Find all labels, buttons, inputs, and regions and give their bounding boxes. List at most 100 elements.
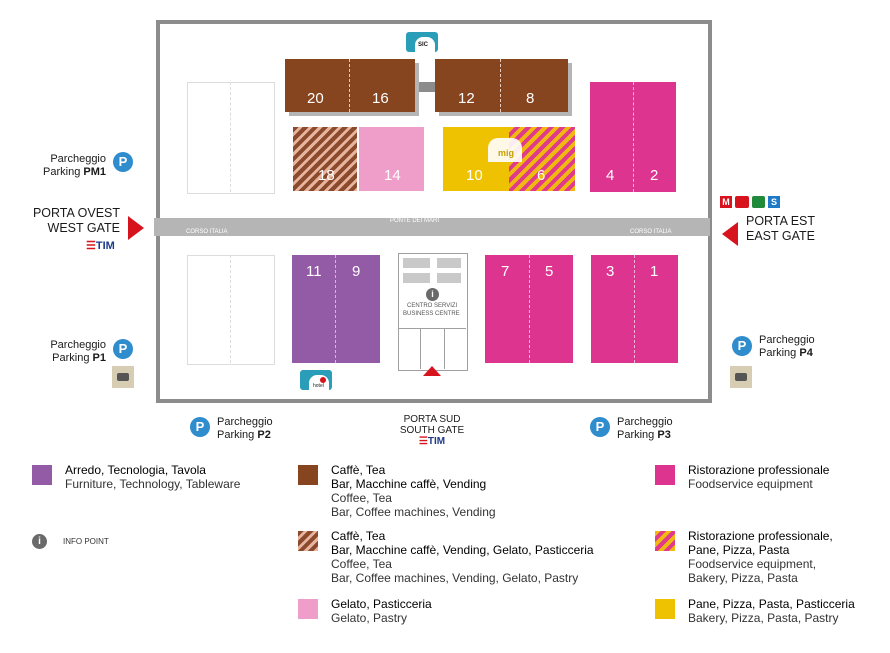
- parking-p1-it: Parcheggio: [50, 339, 106, 351]
- parking-p3-label: Parcheggio Parking P3: [617, 416, 673, 442]
- legend-pink-it: Ristorazione professionale: [688, 463, 830, 477]
- ponte-dei-mari-label: PONTE DEI MARI: [390, 218, 440, 224]
- legend-hbrown-en1: Coffee, Tea: [331, 557, 392, 571]
- legend-yellow-it: Pane, Pizza, Pasta, Pasticceria: [688, 597, 855, 611]
- parking-p1-icon[interactable]: P: [113, 339, 133, 359]
- corso-italia-label-right: CORSO ITALIA: [630, 229, 672, 235]
- parking-pm1-icon[interactable]: P: [113, 152, 133, 172]
- hotel-logo-dot: [320, 377, 326, 383]
- empty-hall-south-west: [187, 255, 275, 365]
- metro-icon: M: [720, 196, 732, 208]
- legend-swatch-lightpink: [298, 599, 318, 619]
- hall-20-16[interactable]: [285, 59, 415, 112]
- business-centre-label-it: CENTRO SERVIZI: [407, 303, 458, 309]
- hall-number-3: 3: [606, 263, 615, 280]
- parking-p2-it: Parcheggio: [217, 416, 273, 428]
- hall-connector: [414, 82, 436, 92]
- hall-divider: [633, 82, 634, 192]
- legend-hyp-it1: Ristorazione professionale,: [688, 529, 833, 543]
- south-gate-arrow: [423, 366, 441, 376]
- tim-logo-icon: ☰: [86, 240, 96, 252]
- hall-divider: [529, 255, 530, 363]
- legend-hbrown-it2: Bar, Macchine caffè, Vending, Gelato, Pa…: [331, 543, 594, 557]
- mig-logo-text: mig: [498, 148, 515, 158]
- train-icon: [735, 196, 749, 208]
- business-centre-block: [437, 273, 461, 283]
- hotel-logo-text: hotel: [313, 383, 324, 389]
- empty-hall-north-west: [187, 82, 275, 194]
- south-gate-label: PORTA SUD SOUTH GATE ☰TIM: [392, 414, 472, 447]
- legend-lpink-it: Gelato, Pasticceria: [331, 597, 432, 611]
- hall-divider: [634, 255, 635, 363]
- parking-p3-icon[interactable]: P: [590, 417, 610, 437]
- taxi-icon[interactable]: [730, 366, 752, 388]
- regional-train-icon: [752, 196, 765, 208]
- legend-swatch-brown: [298, 465, 318, 485]
- business-centre[interactable]: [398, 253, 468, 371]
- hall-number-6: 6: [537, 167, 546, 184]
- hall-number-2: 2: [650, 167, 659, 184]
- hall-number-11: 11: [306, 263, 322, 280]
- parking-p2-en: Parking P2: [217, 429, 271, 441]
- business-centre-block: [437, 258, 461, 268]
- fairground-frame: [156, 20, 712, 403]
- legend-brown-it2: Bar, Macchine caffè, Vending: [331, 477, 487, 491]
- hall-14[interactable]: [359, 127, 424, 191]
- business-centre-label-en: BUSINESS CENTRE: [403, 311, 460, 317]
- hall-11-9[interactable]: [292, 255, 380, 363]
- hall-number-7: 7: [501, 263, 510, 280]
- legend-swatch-pink: [655, 465, 675, 485]
- parking-pm1-label: Parcheggio Parking PM1: [40, 153, 106, 179]
- corso-italia-road: [154, 218, 710, 236]
- taxi-icon[interactable]: [112, 366, 134, 388]
- hall-number-14: 14: [384, 167, 401, 184]
- legend-hyp-it2: Pane, Pizza, Pasta: [688, 543, 790, 557]
- tim-logo-icon: ☰: [418, 436, 428, 447]
- hall-number-9: 9: [352, 263, 361, 280]
- south-gate-sponsor: ☰TIM: [418, 436, 446, 447]
- legend-info-point: INFO POINT: [63, 537, 109, 546]
- hall-number-10: 10: [466, 167, 483, 184]
- west-gate-label: PORTA OVEST WEST GATE: [30, 206, 120, 236]
- legend-lpink-en: Gelato, Pastry: [331, 611, 408, 625]
- legend-hbrown-en2: Bar, Coffee machines, Vending, Gelato, P…: [331, 571, 579, 585]
- east-gate-label: PORTA EST EAST GATE: [746, 214, 815, 244]
- parking-pm1-en: Parking PM1: [43, 166, 106, 178]
- legend-hbrown-it1: Caffè, Tea: [331, 529, 386, 543]
- business-centre-block: [403, 273, 430, 283]
- parking-p3-it: Parcheggio: [617, 416, 673, 428]
- legend-brown-it1: Caffè, Tea: [331, 463, 386, 477]
- hall-number-18: 18: [318, 167, 335, 184]
- corso-italia-label-left: CORSO ITALIA: [186, 229, 228, 235]
- parking-p2-icon[interactable]: P: [190, 417, 210, 437]
- hotel-logo: hotel: [300, 370, 332, 390]
- hall-divider: [349, 59, 350, 112]
- parking-p4-it: Parcheggio: [759, 334, 815, 346]
- legend-pink-en: Foodservice equipment: [688, 477, 813, 491]
- west-gate-it: PORTA OVEST: [32, 206, 120, 220]
- hall-18[interactable]: [293, 127, 357, 191]
- hall-number-16: 16: [372, 90, 389, 107]
- sic-logo: SIC: [406, 32, 438, 52]
- legend-brown: Caffè, Tea Bar, Macchine caffè, Vending …: [331, 463, 496, 519]
- suburban-train-icon: S: [768, 196, 780, 208]
- east-gate-it: PORTA EST: [746, 214, 816, 228]
- parking-p1-en: Parking P1: [52, 352, 106, 364]
- empty-hall-divider: [230, 82, 231, 192]
- legend-brown-en2: Bar, Coffee machines, Vending: [331, 505, 496, 519]
- east-gate-en: EAST GATE: [746, 229, 816, 243]
- west-gate-sponsor: ☰TIM: [86, 240, 115, 252]
- hall-12-8[interactable]: [435, 59, 568, 112]
- legend-purple-it: Arredo, Tecnologia, Tavola: [65, 463, 206, 477]
- hall-number-1: 1: [650, 263, 659, 280]
- parking-p4-icon[interactable]: P: [732, 336, 752, 356]
- hall-number-5: 5: [545, 263, 554, 280]
- west-gate-en: WEST GATE: [47, 221, 120, 235]
- parking-p1-label: Parcheggio Parking P1: [40, 339, 106, 365]
- hall-divider: [335, 255, 336, 363]
- legend-hyp-en2: Bakery, Pizza, Pasta: [688, 571, 798, 585]
- parking-pm1-it: Parcheggio: [50, 153, 106, 165]
- parking-p2-label: Parcheggio Parking P2: [217, 416, 273, 442]
- south-gate-en: SOUTH GATE: [399, 425, 465, 436]
- info-icon[interactable]: i: [426, 288, 439, 301]
